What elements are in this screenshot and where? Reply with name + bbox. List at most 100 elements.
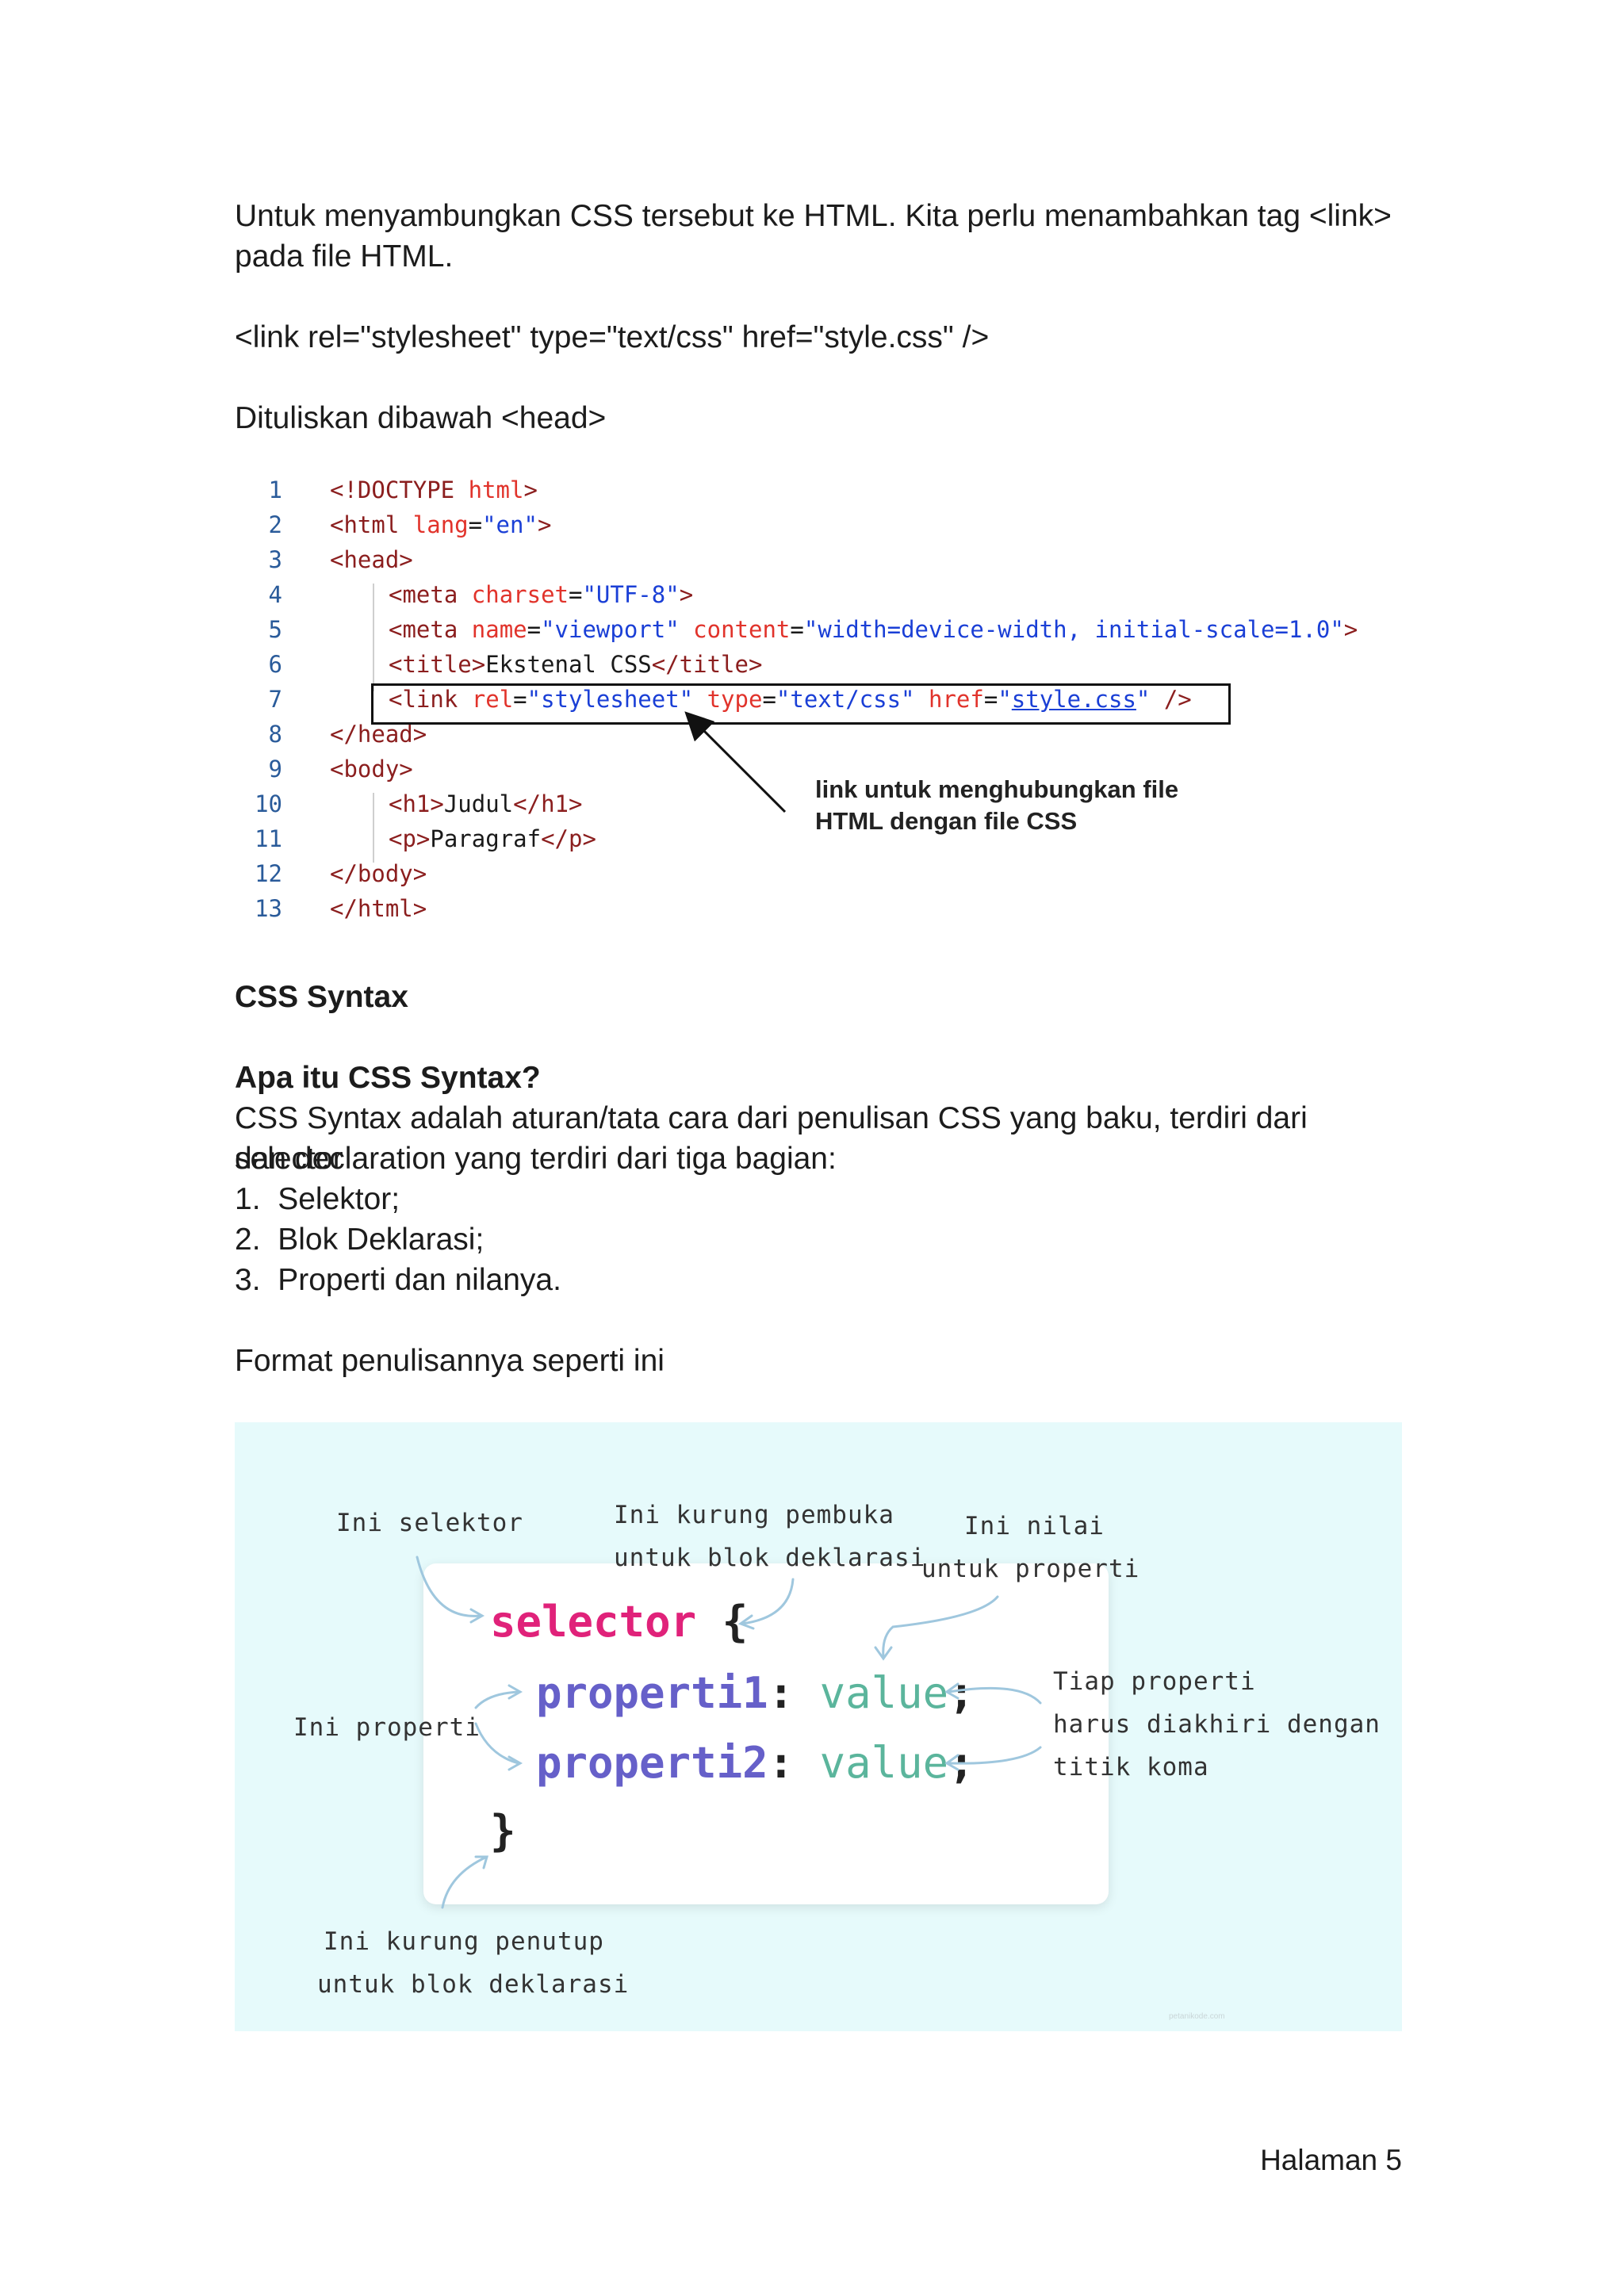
line-number: 1 [268,476,282,503]
code-token: lang [399,511,469,538]
intro-line-1: Untuk menyambungkan CSS tersebut ke HTML… [235,199,1392,233]
section-heading: CSS Syntax [235,980,408,1014]
annotation-semicolon-2: harus diakhiri dengan [1053,1710,1381,1739]
code-token: rel [458,686,514,713]
line-number: 11 [255,825,282,852]
code-token: <!DOCTYPE [330,476,455,503]
page-number: Halaman 5 [1260,2144,1402,2176]
code-token: > [523,476,538,503]
code-token: = [762,686,776,713]
code-token: "viewport" [541,616,680,643]
indent-guide [373,793,374,863]
list-item: 3. Properti dan nilanya. [235,1263,561,1297]
colon: : [768,1668,795,1718]
arrow-property-2 [474,1722,520,1765]
arrowhead [944,1754,959,1771]
value-2: value [819,1738,949,1788]
code-token: </head> [330,721,427,748]
colon: : [768,1738,795,1788]
arrow-property-1 [474,1690,520,1709]
section-para-1: CSS Syntax adalah aturan/tata cara dari … [235,1101,1308,1176]
code-token: <meta [389,616,458,643]
line-number: 2 [268,511,282,538]
code-token: <meta [389,581,458,608]
arrow-selector [416,1556,482,1617]
code-token: Ekstenal CSS [485,651,652,678]
arrowhead [737,1614,755,1630]
code-block: 1<!DOCTYPE html> 2<html lang="en"> 3<hea… [235,473,1424,932]
code-token: "en" [482,511,538,538]
annotation-open-brace-1: Ini kurung pembuka [614,1501,894,1529]
intro-line-2: pada file HTML. [235,239,454,274]
semicolon: ; [948,1668,975,1718]
annotation-open-brace-2: untuk blok deklarasi [614,1544,926,1572]
arrow-open-brace [741,1578,795,1625]
code-token: "UTF-8" [582,581,680,608]
arrow-semicolon-2 [947,1746,1042,1765]
code-token: "stylesheet" [527,686,694,713]
annotation-close-brace-1: Ini kurung penutup [324,1927,604,1956]
indent-guide [373,584,374,691]
annotation-close-brace-2: untuk blok deklarasi [317,1970,630,1999]
annotation-selector: Ini selektor [336,1509,523,1537]
css-syntax-figure: petanikode.com selector { properti1: val… [235,1422,1402,2031]
code-token: Paragraf [430,825,542,852]
code-token: <title> [389,651,486,678]
line-number: 13 [255,895,282,922]
code-token: > [537,511,552,538]
code-token: type [693,686,763,713]
code-token: "text/css" [776,686,915,713]
code-token: <h1> [389,790,444,817]
list-item: 1. Selektor; [235,1182,400,1216]
annotation-semicolon-3: titik koma [1053,1753,1209,1781]
code-token: Judul [443,790,514,817]
list-item: 2. Blok Deklarasi; [235,1223,485,1257]
line-number: 5 [268,616,282,643]
code-token: href [914,686,984,713]
line-number: 12 [255,860,282,887]
code-token: html [454,476,524,503]
code-token: name [458,616,527,643]
code-token: charset [458,581,569,608]
under-head-note: Dituliskan dibawah <head> [235,401,607,435]
annotation-value-1: Ini nilai [964,1512,1105,1540]
code-token: = [527,616,542,643]
arrowhead [508,1755,523,1771]
line-number: 6 [268,651,282,678]
code-token: <body> [330,756,413,783]
close-brace: } [490,1806,516,1856]
code-token: = [569,581,583,608]
code-token: <head> [330,546,413,573]
code-token: /> [1150,686,1192,713]
annotation-property: Ini properti [293,1713,481,1742]
format-note: Format penulisannya seperti ini [235,1344,665,1378]
watermark: petanikode.com [1169,2012,1225,2021]
property-1: properti1 [536,1668,768,1718]
code-token: </html> [330,895,427,922]
code-token: content [679,616,791,643]
line-number: 9 [268,756,282,783]
arrow-close-brace [441,1855,488,1909]
figure-arrows [416,1556,1042,1909]
arrowhead [508,1684,523,1700]
code-token: > [679,581,694,608]
code-token: </p> [541,825,596,852]
code-token: <html [330,511,400,538]
syntax-card: petanikode.com [423,1563,1225,2021]
section-para-2: dan declaration yang terdiri dari tiga b… [235,1142,837,1176]
highlight-box [371,683,1231,725]
code-token: = [790,616,804,643]
line-number: 7 [268,686,282,713]
code-token-link: style.css [1011,686,1136,713]
link-tag-example: <link rel="stylesheet" type="text/css" h… [235,320,990,354]
arrow-semicolon-1 [947,1686,1042,1705]
code-token: </h1> [513,790,583,817]
code-token: = [513,686,527,713]
annotation-value-2: untuk properti [921,1555,1140,1583]
arrowhead [469,1608,485,1624]
code-token: <p> [389,825,431,852]
code-token: <link [389,686,458,713]
line-number: 3 [268,546,282,573]
code-token: "width=device-width, initial-scale=1.0" [803,616,1344,643]
value-1: value [819,1668,949,1718]
